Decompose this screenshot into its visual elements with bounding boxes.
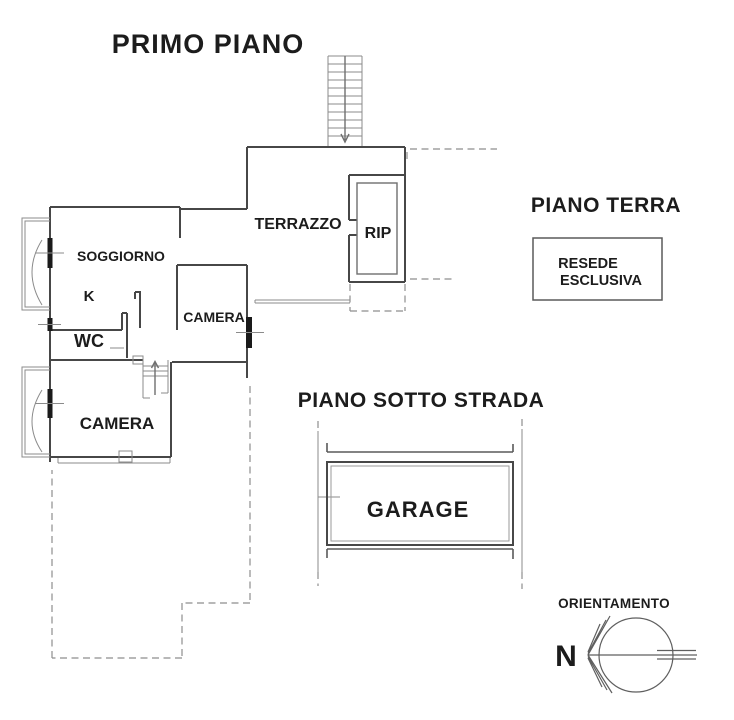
windows [35,238,264,418]
staircase-internal [132,355,169,399]
primo-piano-section: PRIMO PIANO TERRAZZO RIP SOGGIORNO K WC … [21,29,497,659]
resede-label-line1: RESEDE [558,256,618,272]
door-threshold-stairs [132,355,144,365]
balcony-bottom-outline [21,366,50,458]
balcony-bottom [21,366,50,458]
terrace-lower-edge [254,299,350,304]
room-label-rip: RIP [365,225,392,242]
balcony-top [21,217,50,311]
room-label-soggiorno: SOGGIORNO [77,248,165,264]
property-boundary-dashed [51,148,497,659]
apartment-walls [49,146,406,462]
compass-axis-double-line [657,649,696,660]
staircase-direction-arrow [340,56,350,144]
orientation-compass: ORIENTAMENTO N [555,596,697,694]
floor-title-piano-sotto-strada: PIANO SOTTO STRADA [298,389,545,412]
room-label-kitchen: K [84,288,95,305]
street-edge-lines [326,443,514,559]
garage-outer-wall [326,461,514,546]
resede-esclusiva-box [532,237,663,301]
room-label-terrazzo: TERRAZZO [254,216,341,233]
street-boundary-lines [317,429,523,572]
door-threshold-camera [118,450,133,463]
balcony-top-outline [21,217,50,311]
room-label-wc: WC [74,331,104,351]
room-label-garage: GARAGE [367,497,470,522]
north-label: N [555,640,577,673]
resede-label-line2: ESCLUSIVA [560,273,642,289]
north-arrow-icon [587,615,613,694]
room-label-camera-large: CAMERA [80,414,155,433]
staircase-main [327,55,363,147]
sill-line-camera-large [57,458,171,464]
street-boundary-dashes [317,419,523,589]
staircase-internal-arrow [150,360,160,395]
piano-terra-section: PIANO TERRA RESEDE ESCLUSIVA [531,194,681,301]
garage-inner-wall [330,465,510,542]
balcony-bottom-arc [31,389,43,453]
balcony-top-arc [31,239,43,306]
room-label-camera-small: CAMERA [183,309,244,325]
orientation-title: ORIENTAMENTO [558,596,670,611]
rip-inner-wall [356,182,398,275]
floor-title-piano-terra: PIANO TERRA [531,194,681,217]
floor-title-primo-piano: PRIMO PIANO [112,29,305,59]
piano-sotto-strada-section: PIANO SOTTO STRADA GARAGE [298,389,545,589]
